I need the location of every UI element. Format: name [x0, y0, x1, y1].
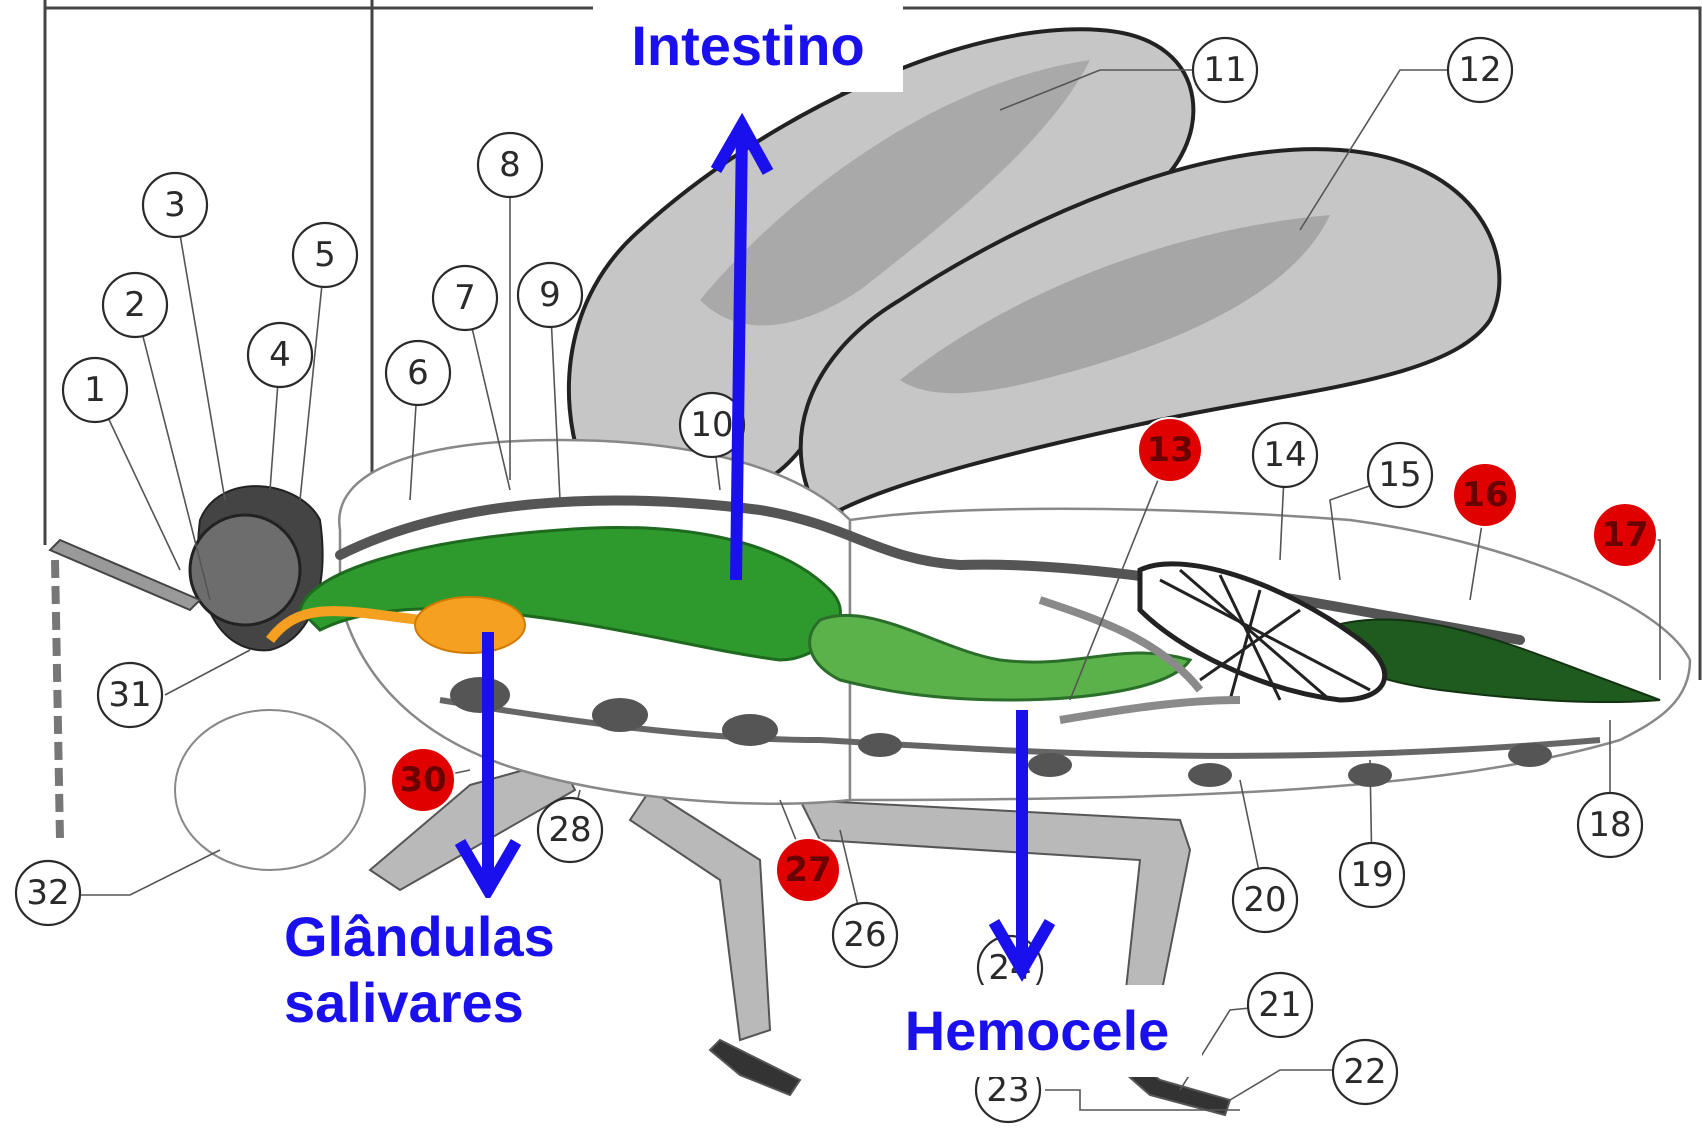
callout-number: 31: [108, 675, 151, 715]
callout-1: 1: [63, 358, 127, 422]
mid-tarsus: [710, 1040, 800, 1095]
callout-21: 21: [1248, 973, 1312, 1037]
callout-31: 31: [98, 663, 162, 727]
callout-27: 27: [776, 838, 840, 902]
callout-20: 20: [1233, 868, 1297, 932]
callout-5: 5: [293, 223, 357, 287]
callout-number: 12: [1458, 50, 1501, 90]
callout-8: 8: [478, 133, 542, 197]
callout-number: 2: [124, 285, 146, 325]
callout-number: 27: [784, 850, 831, 890]
callout-14: 14: [1253, 423, 1317, 487]
compound-eye: [190, 515, 300, 625]
mouthparts-inset: [175, 710, 365, 870]
callout-number: 15: [1378, 455, 1421, 495]
callout-number: 13: [1146, 430, 1193, 470]
callout-7: 7: [433, 266, 497, 330]
hemocele-label: Hemocele: [872, 985, 1202, 1077]
glandulas-salivares-label: Glândulas salivares: [284, 898, 624, 1046]
callout-number: 28: [548, 810, 591, 850]
callout-number: 10: [690, 405, 733, 445]
callout-number: 14: [1263, 435, 1306, 475]
callout-number: 17: [1601, 515, 1648, 555]
callout-17: 17: [1593, 503, 1657, 567]
antenna: [50, 540, 200, 610]
callout-number: 8: [499, 145, 521, 185]
callout-2: 2: [103, 273, 167, 337]
glandulas-label-line1: Glândulas: [284, 904, 624, 970]
salivary-gland: [415, 597, 525, 653]
callout-22: 22: [1333, 1040, 1397, 1104]
callout-28: 28: [538, 798, 602, 862]
callout-15: 15: [1368, 443, 1432, 507]
callout-13: 13: [1138, 418, 1202, 482]
callout-number: 19: [1350, 855, 1393, 895]
callout-9: 9: [518, 263, 582, 327]
callout-number: 26: [843, 915, 886, 955]
head: [50, 486, 365, 870]
mid-leg: [630, 790, 770, 1040]
callout-number: 18: [1588, 805, 1631, 845]
callout-30: 30: [391, 748, 455, 812]
callout-number: 4: [269, 335, 291, 375]
callout-number: 7: [454, 278, 476, 318]
callout-12: 12: [1448, 38, 1512, 102]
antenna-segments: [55, 560, 60, 840]
callout-6: 6: [386, 341, 450, 405]
intestino-label: Intestino: [593, 0, 903, 92]
callout-number: 9: [539, 275, 561, 315]
glandulas-label-line2: salivares: [284, 970, 624, 1036]
callout-number: 22: [1343, 1052, 1386, 1092]
callout-16: 16: [1453, 463, 1517, 527]
callout-11: 11: [1193, 38, 1257, 102]
callout-number: 3: [164, 185, 186, 225]
callout-number: 5: [314, 235, 336, 275]
callout-number: 6: [407, 353, 429, 393]
callout-18: 18: [1578, 793, 1642, 857]
callout-number: 20: [1243, 880, 1286, 920]
callout-number: 30: [399, 760, 446, 800]
callout-number: 16: [1461, 475, 1508, 515]
callout-19: 19: [1340, 843, 1404, 907]
callout-number: 11: [1203, 50, 1246, 90]
callout-3: 3: [143, 173, 207, 237]
callout-number: 21: [1258, 985, 1301, 1025]
callout-4: 4: [248, 323, 312, 387]
callout-26: 26: [833, 903, 897, 967]
callout-number: 32: [26, 873, 69, 913]
callout-32: 32: [16, 861, 80, 925]
callout-number: 1: [84, 370, 106, 410]
